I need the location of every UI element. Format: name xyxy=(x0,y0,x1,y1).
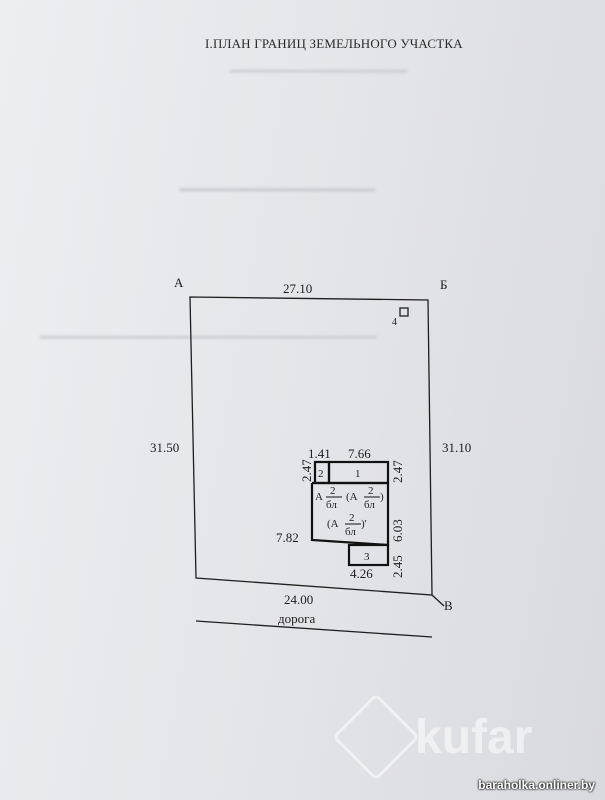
boundary-bottom-length: 24.00 xyxy=(284,592,313,607)
corner-v-leader xyxy=(431,594,445,607)
point-4-label: 4 xyxy=(392,317,397,328)
document-title: I.ПЛАН ГРАНИЦ ЗЕМЕЛЬНОГО УЧАСТКА xyxy=(205,36,463,51)
room-3-number: 3 xyxy=(364,551,370,563)
bleed-through-text: ━━━━━━━━━━━━━━━━━━━━━━━━━━━━━━━━━━━━━━━━ xyxy=(40,331,378,346)
dim-top-small: 1.41 xyxy=(308,446,331,461)
label-paren-close-prime: )' xyxy=(361,518,367,530)
fraction-denominator: бл xyxy=(364,499,375,511)
road-label: дорога xyxy=(278,611,315,626)
site-watermark: baraholka.onliner.by xyxy=(478,778,595,792)
fraction-numerator: 2 xyxy=(368,485,374,497)
fraction-denominator: бл xyxy=(326,499,337,511)
dim-right-top: 2.47 xyxy=(390,460,405,483)
bleed-through-text: ━━━━━━━━━━━━━━━━━━━━━ xyxy=(230,65,408,80)
fraction-denominator: бл xyxy=(345,526,356,538)
road-line xyxy=(195,620,433,638)
fraction-numerator: 2 xyxy=(349,512,355,524)
label-a: А xyxy=(315,491,323,503)
label-paren-close: ) xyxy=(380,491,384,503)
corner-a-label: А xyxy=(174,275,184,290)
fraction-numerator: 2 xyxy=(330,485,336,497)
label-paren-a-prime: (А xyxy=(327,518,339,530)
corner-b-label: Б xyxy=(440,277,447,292)
dim-bottom: 4.26 xyxy=(350,566,373,581)
kufar-logo-icon xyxy=(332,693,420,781)
point-4-marker xyxy=(399,307,409,317)
room-3 xyxy=(347,543,390,567)
corner-v-label: В xyxy=(444,598,453,613)
room-2-number: 2 xyxy=(318,468,324,480)
boundary-top-length: 27.10 xyxy=(283,281,312,296)
dim-right-bottom: 2.45 xyxy=(390,555,405,578)
dim-right-main: 6.03 xyxy=(390,519,405,542)
dim-left-top: 2.47 xyxy=(299,459,314,482)
kufar-watermark-text: kufar xyxy=(415,710,533,764)
dim-left-main: 7.82 xyxy=(276,530,299,545)
boundary-left-length: 31.50 xyxy=(150,440,179,455)
room-1-number: 1 xyxy=(355,468,361,480)
boundary-right-length: 31.10 xyxy=(442,440,471,455)
label-paren-a: (А xyxy=(346,491,358,503)
kufar-watermark: kufar xyxy=(332,693,533,781)
bleed-through-text: ━━━━━━━━━━━━━━━━━━ xyxy=(180,180,376,200)
dim-top-main: 7.66 xyxy=(348,446,371,461)
